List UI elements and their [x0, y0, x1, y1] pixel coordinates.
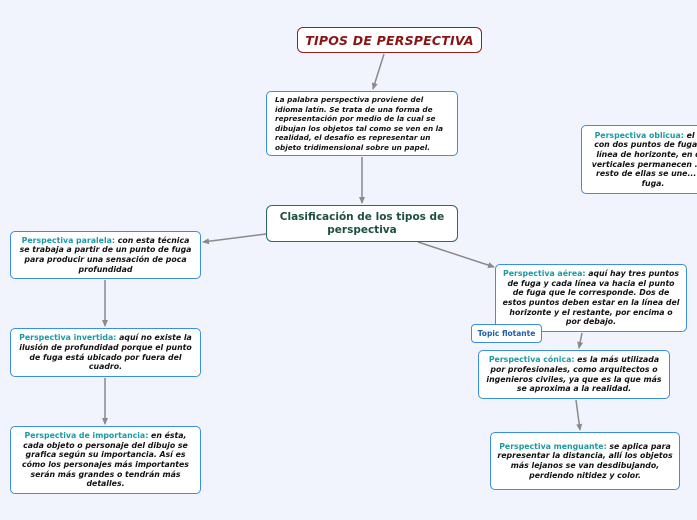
topic-description: aquí no existe la ilusión de profundidad… — [19, 333, 192, 372]
connector-root-intro — [371, 53, 385, 90]
topic-perspectiva-conica[interactable]: Perspectiva cónica: es la más utilizada … — [478, 350, 670, 399]
topic-description: el a... con dos puntos de fuga, ... líne… — [591, 130, 697, 188]
topic-perspectiva-aerea[interactable]: Perspectiva aérea: aquí hay tres puntos … — [495, 264, 687, 332]
connector-conica-menguante — [575, 399, 583, 431]
intro-topic[interactable]: La palabra perspectiva proviene del idio… — [266, 91, 458, 156]
topic-description: en ésta, cada objeto o personaje del dib… — [22, 431, 189, 489]
connector-central-paralela — [202, 233, 267, 245]
topic-description: es la más utilizada por profesionales, c… — [486, 355, 662, 394]
intro-text: La palabra perspectiva proviene del idio… — [275, 95, 444, 152]
topic-label: Perspectiva menguante: — [499, 441, 607, 451]
topic-label: Perspectiva invertida: — [19, 333, 117, 343]
topic-perspectiva-paralela[interactable]: Perspectiva paralela: con esta técnica s… — [10, 231, 201, 279]
topic-label: Perspectiva aérea: — [503, 269, 586, 279]
topic-perspectiva-invertida[interactable]: Perspectiva invertida: aquí no existe la… — [10, 328, 201, 377]
root-title: TIPOS DE PERSPECTIVA — [305, 32, 474, 48]
topic-label: Perspectiva paralela: — [21, 235, 116, 245]
central-text: Clasificación de los tipos de perspectiv… — [279, 210, 445, 236]
topic-label: Perspectiva de importancia: — [24, 431, 149, 441]
connector-aerea-conica — [577, 332, 584, 349]
floating-topic[interactable]: Topic flotante — [471, 324, 542, 343]
topic-label: Perspectiva oblicua: — [594, 130, 684, 140]
central-topic[interactable]: Clasificación de los tipos de perspectiv… — [266, 205, 458, 242]
root-topic[interactable]: TIPOS DE PERSPECTIVA — [297, 27, 482, 53]
topic-description: con esta técnica se trabaja a partir de … — [19, 235, 192, 274]
topic-description: se aplica para representar la distancia,… — [497, 441, 673, 480]
topic-perspectiva-importancia[interactable]: Perspectiva de importancia: en ésta, cad… — [10, 426, 201, 494]
topic-label: Perspectiva cónica: — [488, 355, 575, 365]
topic-description: aquí hay tres puntos de fuga y cada líne… — [502, 269, 680, 327]
floating-topic-label: Topic flotante — [477, 329, 536, 338]
topic-perspectiva-menguante[interactable]: Perspectiva menguante: se aplica para re… — [490, 432, 680, 490]
topic-perspectiva-oblicua[interactable]: Perspectiva oblicua: el a... con dos pun… — [581, 125, 697, 194]
connector-central-aerea — [417, 241, 495, 268]
